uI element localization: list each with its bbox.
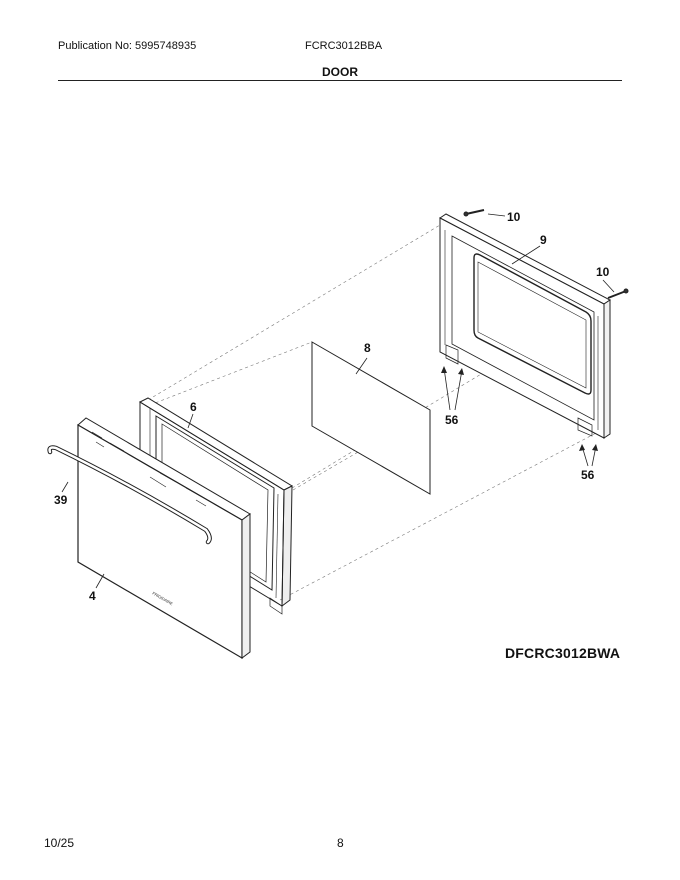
screw-top <box>463 209 485 217</box>
callout-leaders <box>61 213 615 589</box>
callout-56-upper: 56 <box>445 413 459 427</box>
callout-4: 4 <box>89 589 96 603</box>
arrowheads <box>441 366 598 451</box>
page-number: 8 <box>337 836 344 850</box>
callout-6: 6 <box>190 400 197 414</box>
footer-date: 10/25 <box>44 836 75 850</box>
publication-number: Publication No: 5995748935 <box>58 40 197 52</box>
section-title: DOOR <box>322 65 358 79</box>
callout-56-lower: 56 <box>581 468 595 482</box>
door-handle <box>47 445 212 545</box>
callout-10-right: 10 <box>596 265 610 279</box>
diagram-model-tag: DFCRC3012BWA <box>505 645 621 661</box>
callout-9: 9 <box>540 233 547 247</box>
header-rule <box>58 80 622 81</box>
inner-door-panel <box>439 213 611 439</box>
callout-10-top: 10 <box>507 210 521 224</box>
door-glass-panel <box>311 341 431 495</box>
screw-right <box>607 288 629 299</box>
callout-39: 39 <box>54 493 68 507</box>
outer-door: FRIGIDAIRE <box>77 417 251 660</box>
callout-8: 8 <box>364 341 371 355</box>
model-number: FCRC3012BBA <box>305 40 383 52</box>
